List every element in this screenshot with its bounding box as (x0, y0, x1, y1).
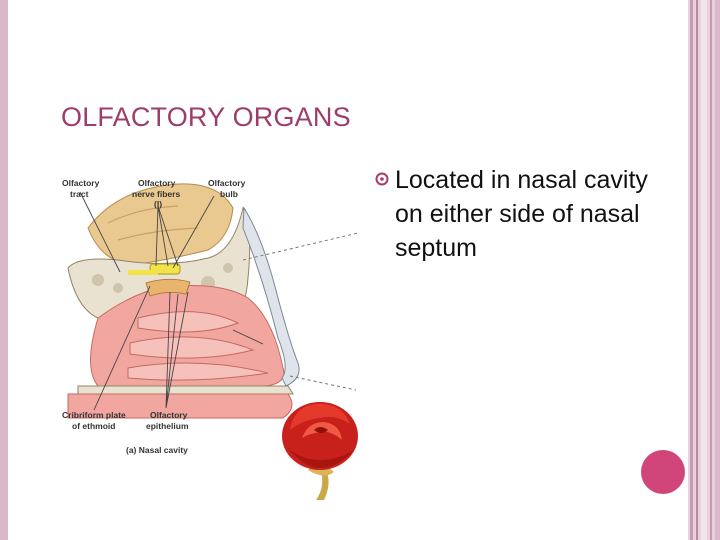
label-olfactory-tract-line2: tract (70, 189, 89, 199)
bullet-text: Located in nasal cavity on either side o… (395, 166, 648, 262)
label-nerve-fibers-line2: nerve fibers (132, 189, 180, 199)
nasal-cavity-illustration: Olfactory tract Olfactory nerve fibers (… (62, 178, 359, 500)
label-epithelium-line2: epithelium (146, 421, 189, 431)
label-nerve-fibers-line1: Olfactory (138, 178, 176, 188)
inferior-concha (127, 362, 269, 381)
label-cribriform-line2: of ethmoid (72, 421, 115, 431)
figure-caption: (a) Nasal cavity (126, 445, 188, 455)
rose-icon (282, 402, 358, 500)
left-border-bar (0, 0, 8, 540)
olfactory-epithelium (145, 278, 191, 297)
label-cribriform-line1: Cribriform plate (62, 410, 126, 420)
label-epithelium-line1: Olfactory (150, 410, 188, 420)
label-nerve-fibers-line3: (I) (154, 199, 162, 209)
slide-title: OLFACTORY ORGANS (61, 102, 351, 132)
label-olfactory-bulb-line1: Olfactory (208, 178, 246, 188)
hard-palate (77, 385, 294, 395)
label-olfactory-tract-line1: Olfactory (62, 178, 100, 188)
decorative-circle (641, 450, 685, 494)
label-olfactory-bulb-line2: bulb (220, 189, 238, 199)
open-circle-bullet-icon (375, 172, 389, 186)
nose-external (242, 206, 300, 387)
right-border-frame (688, 0, 720, 540)
superior-concha (137, 311, 240, 333)
middle-concha (129, 336, 255, 359)
